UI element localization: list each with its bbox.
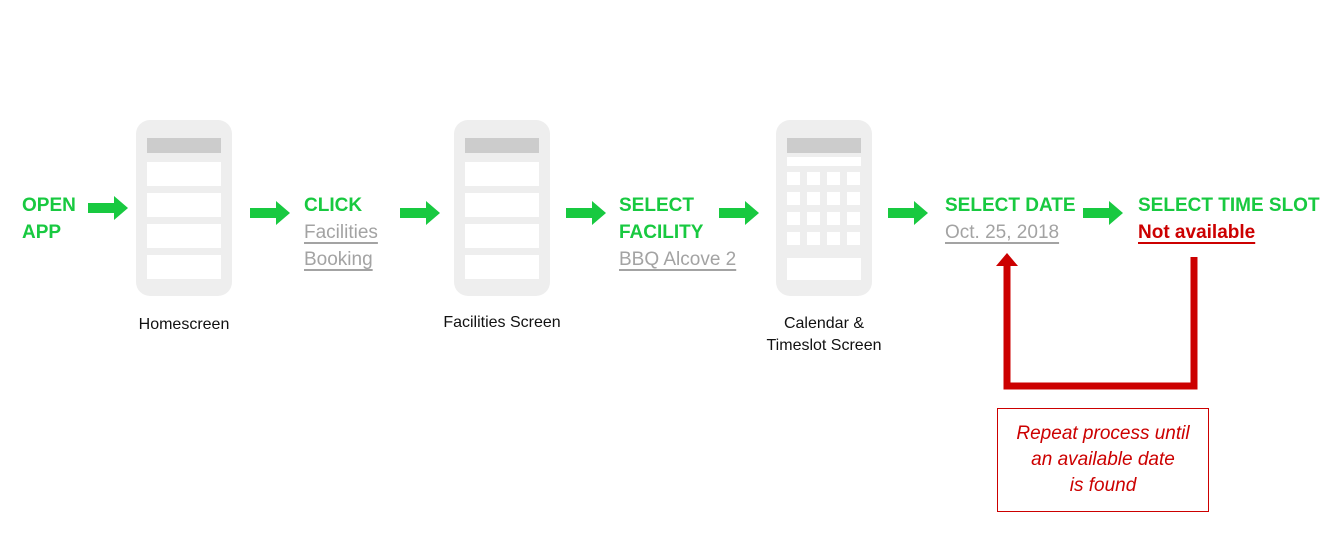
calendar-caption-line1: Calendar & [783,315,865,332]
phone-header-bar [787,138,861,153]
arrow-up-icon [996,253,1018,266]
step-select-date: SELECT DATE Oct. 25, 2018 [945,192,1076,246]
calendar-day-cell [787,232,800,245]
facilities-phone-mockup [454,120,550,296]
calendar-day-cell [847,212,860,225]
calendar-day-cell [787,212,800,225]
homescreen-caption: Homescreen [138,316,230,333]
calendar-day-cell [847,172,860,185]
phone-list-row [465,224,539,248]
arrow-right-icon [888,201,928,225]
step-click-detail-line2: Booking [304,249,373,270]
phone-list-row [465,162,539,186]
arrow-right-icon [1083,201,1123,225]
arrow-right-icon [88,196,128,220]
calendar-phone-mockup [776,120,872,296]
step-click-title: CLICK [304,195,363,216]
calendar-day-cell [807,192,820,205]
repeat-loop-arrow [1003,257,1198,390]
phone-list-row [147,255,221,279]
calendar-day-cell [807,212,820,225]
arrow-right-icon [400,201,440,225]
step-select-time-slot: SELECT TIME SLOT Not available [1138,192,1320,246]
step-click: CLICK Facilities Booking [304,192,378,273]
calendar-day-cell [807,172,820,185]
phone-list-row [465,193,539,217]
step-open-label-line2: APP [22,222,62,243]
calendar-day-cell [787,172,800,185]
calendar-day-cell [827,212,840,225]
repeat-note-line1: Repeat process until [1016,423,1190,444]
calendar-day-cell [847,192,860,205]
calendar-day-cell [807,232,820,245]
arrow-right-icon [566,201,606,225]
arrow-right-icon [719,201,759,225]
phone-list-row [147,193,221,217]
repeat-note-line3: is found [1069,475,1137,496]
calendar-day-cell [827,232,840,245]
repeat-note-box: Repeat process until an available date i… [997,408,1209,512]
step-select-facility: SELECT FACILITY BBQ Alcove 2 [619,192,736,273]
homescreen-phone-mockup [136,120,232,296]
step-facility-title-line2: FACILITY [619,222,704,243]
facilities-screen-caption: Facilities Screen [443,314,561,331]
phone-list-row [465,255,539,279]
phone-list-row [147,162,221,186]
step-date-title: SELECT DATE [945,195,1076,216]
calendar-screen-caption: Calendar & Timeslot Screen [744,313,904,357]
step-timeslot-title: SELECT TIME SLOT [1138,195,1320,216]
step-click-detail-line1: Facilities [304,222,378,243]
phone-list-row [147,224,221,248]
step-timeslot-status: Not available [1138,222,1256,243]
calendar-day-cell [847,232,860,245]
repeat-note-line2: an available date [1031,449,1175,470]
arrow-right-icon [250,201,290,225]
step-facility-title-line1: SELECT [619,195,694,216]
phone-header-bar [465,138,539,153]
calendar-day-cell [787,192,800,205]
calendar-day-cell [827,192,840,205]
calendar-caption-line2: Timeslot Screen [766,337,882,354]
step-open-label-line1: OPEN [22,195,76,216]
calendar-day-cell [827,172,840,185]
phone-header-bar [147,138,221,153]
timeslot-row [787,258,861,280]
step-facility-detail: BBQ Alcove 2 [619,249,737,270]
step-open-app: OPEN APP [22,192,76,246]
calendar-title-row [787,157,861,166]
step-date-detail: Oct. 25, 2018 [945,222,1060,243]
